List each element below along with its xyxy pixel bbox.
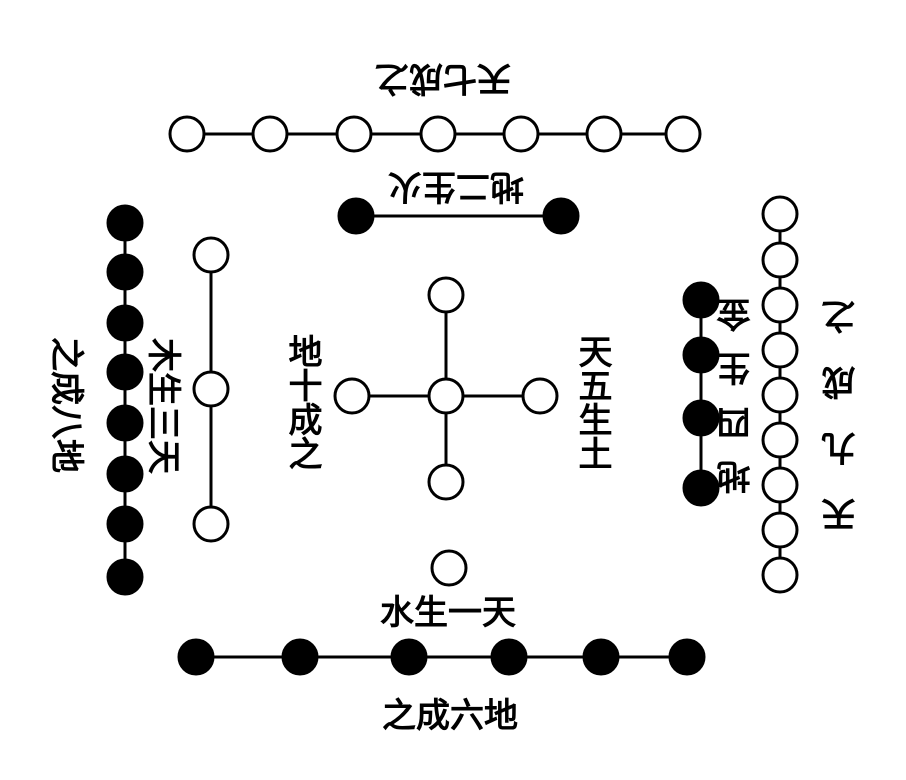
white-dot <box>192 505 230 543</box>
center-five-dots <box>333 276 559 501</box>
white-dot <box>335 115 373 153</box>
white-dot <box>761 511 799 549</box>
label-fire-text: 地二生火 <box>388 166 524 206</box>
black-dot <box>582 638 620 676</box>
label-right-outer: 天九成之 <box>822 268 862 532</box>
black-dot <box>682 399 720 437</box>
black-dot <box>682 281 720 319</box>
white-dot <box>761 376 799 414</box>
white-dot <box>427 463 465 501</box>
label-right-inner: 地四生金 <box>716 278 757 494</box>
fire-two-dots <box>337 197 580 235</box>
label-earth-ten: 地十成之 <box>282 334 322 470</box>
white-dot <box>761 421 799 459</box>
label-fire: 地二生火 <box>388 166 524 206</box>
black-dot <box>490 638 528 676</box>
black-dot <box>106 558 144 596</box>
black-dot <box>106 505 144 543</box>
black-dot <box>106 204 144 242</box>
white-dot <box>192 370 230 408</box>
white-dot <box>761 286 799 324</box>
label-wood: 木生三天 <box>143 337 183 474</box>
white-dot <box>427 276 465 314</box>
right-nine-dots <box>761 195 799 594</box>
label-top: 天七成之 <box>375 58 511 98</box>
top-seven-dots <box>168 115 702 153</box>
water-one-dot <box>430 549 468 587</box>
black-dot <box>390 638 428 676</box>
white-dot <box>333 377 371 415</box>
white-dot <box>251 115 289 153</box>
white-dot <box>761 466 799 504</box>
label-left: 之成八地 <box>46 337 86 473</box>
label-bottom: 之成六地 <box>382 696 518 736</box>
white-dot <box>419 115 457 153</box>
label-earth-five: 天五生土 <box>572 334 612 470</box>
label-right-outer-text: 天九成之 <box>822 268 862 532</box>
wood-three-dots <box>192 236 230 543</box>
white-dot <box>761 331 799 369</box>
black-dot <box>668 638 706 676</box>
white-dot <box>761 241 799 279</box>
black-dot <box>106 353 144 391</box>
black-dot <box>542 197 580 235</box>
label-water: 水生一天 <box>380 593 516 633</box>
white-dot <box>585 115 623 153</box>
black-dot <box>177 638 215 676</box>
left-eight-dots <box>106 204 144 596</box>
white-dot <box>427 377 465 415</box>
white-dot <box>168 115 206 153</box>
black-dot <box>106 304 144 342</box>
black-dot <box>682 469 720 507</box>
label-wood-text: 木生三天 <box>143 337 183 474</box>
white-dot <box>502 115 540 153</box>
black-dot <box>337 197 375 235</box>
black-dot <box>106 455 144 493</box>
white-dot <box>761 556 799 594</box>
white-dot <box>192 236 230 274</box>
black-dot <box>106 404 144 442</box>
black-dot <box>281 638 319 676</box>
white-dot <box>664 115 702 153</box>
metal-four-dots <box>682 281 720 507</box>
label-top-text: 天七成之 <box>375 58 511 98</box>
black-dot <box>682 336 720 374</box>
label-left-text: 之成八地 <box>46 337 86 473</box>
white-dot <box>761 195 799 233</box>
label-right-inner-text: 地四生金 <box>716 278 757 494</box>
white-dot <box>430 549 468 587</box>
white-dot <box>521 377 559 415</box>
bottom-six-dots <box>177 638 706 676</box>
black-dot <box>106 253 144 291</box>
